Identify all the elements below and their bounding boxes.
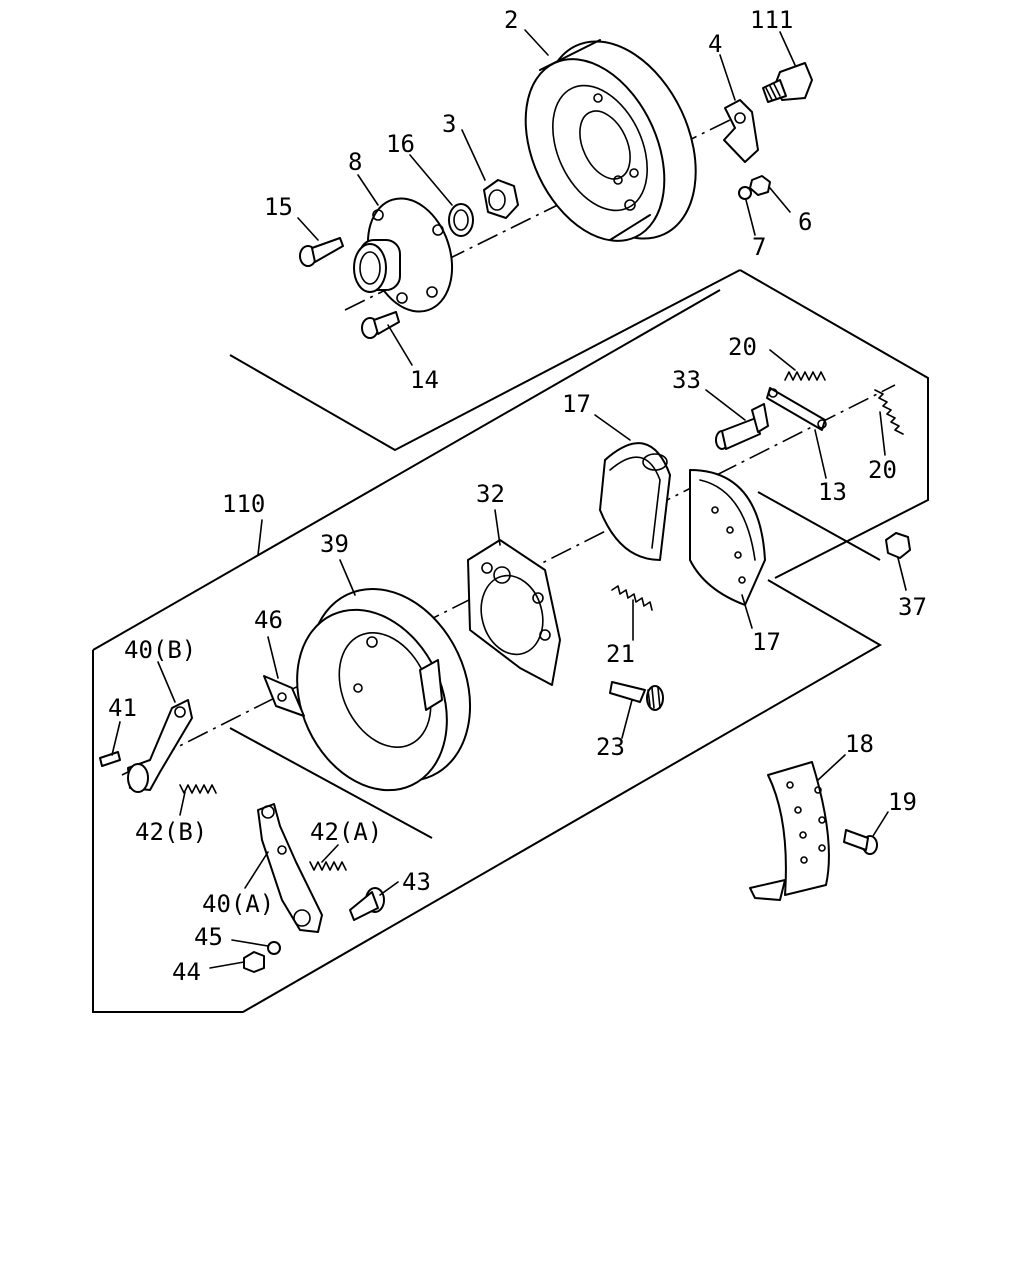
label-part-20-upper: 20: [728, 333, 757, 361]
label-part-42a: 42(A): [310, 818, 382, 846]
drum-39: [296, 587, 472, 792]
pin-41: [99, 751, 121, 767]
label-part-15: 15: [264, 193, 293, 221]
strut-13: [766, 387, 826, 431]
brake-drum: [524, 39, 697, 242]
label-part-42b: 42(B): [135, 818, 207, 846]
label-part-21: 21: [606, 640, 635, 668]
spring-42a: [309, 861, 347, 871]
plate-46: [263, 675, 305, 717]
pin-33: [715, 403, 769, 450]
bolt-43: [349, 887, 385, 921]
label-part-2: 2: [504, 6, 518, 34]
label-part-111: 111: [750, 6, 793, 34]
label-part-45: 45: [194, 923, 223, 951]
bracket-4: [723, 99, 759, 163]
label-part-20-right: 20: [868, 456, 897, 484]
bolt-14: [361, 311, 400, 339]
nut-6: [749, 175, 771, 196]
label-part-6: 6: [798, 208, 812, 236]
label-part-17-rear: 17: [562, 390, 591, 418]
label-part-17-front: 17: [752, 628, 781, 656]
label-part-23: 23: [596, 733, 625, 761]
leader-lines: [111, 29, 907, 969]
label-part-110: 110: [222, 490, 265, 518]
label-part-44: 44: [172, 958, 201, 986]
label-part-7: 7: [752, 233, 766, 261]
label-part-8: 8: [348, 148, 362, 176]
label-part-41: 41: [108, 694, 137, 722]
nut-37: [885, 532, 911, 559]
ring-16: [448, 203, 474, 237]
brake-shoe-17-rear: [599, 442, 671, 561]
label-part-33: 33: [672, 366, 701, 394]
label-part-37: 37: [898, 593, 927, 621]
shoe-group-frame: [757, 491, 881, 561]
label-part-19: 19: [888, 788, 917, 816]
washer-7: [738, 186, 752, 200]
assembly-110-frame-right: [739, 269, 929, 579]
backing-plate-32: [467, 539, 561, 686]
spring-21: [611, 585, 653, 611]
lining-18: [749, 761, 830, 901]
label-part-46: 46: [254, 606, 283, 634]
lever-group-frame: [229, 727, 433, 839]
lever-40b: [127, 699, 193, 793]
label-part-32: 32: [476, 480, 505, 508]
label-part-13: 13: [818, 478, 847, 506]
lower-centre-line: [121, 384, 896, 776]
spring-42b: [179, 784, 217, 794]
label-part-14: 14: [410, 366, 439, 394]
bolt-15: [299, 237, 344, 267]
label-part-43: 43: [402, 868, 431, 896]
bolt-19: [843, 829, 878, 855]
label-part-39: 39: [320, 530, 349, 558]
assembly-110-frame-top: [92, 289, 721, 651]
label-part-3: 3: [442, 110, 456, 138]
brake-shoe-17-front: [689, 469, 766, 606]
lever-40a: [257, 803, 323, 933]
bolt-111: [762, 62, 813, 103]
assembly-110-frame: [92, 579, 882, 1013]
adjuster-23: [609, 681, 664, 711]
label-part-40a: 40(A): [202, 890, 274, 918]
nut-44: [243, 951, 265, 973]
label-part-18: 18: [845, 730, 874, 758]
nut-3: [483, 179, 519, 219]
label-part-16: 16: [386, 130, 415, 158]
label-part-4: 4: [708, 30, 722, 58]
label-part-40b: 40(B): [124, 636, 196, 664]
washer-45: [267, 941, 281, 955]
spring-20-upper: [784, 371, 826, 381]
spring-20-right: [874, 389, 904, 435]
hub-group-frame: [229, 269, 741, 452]
flange-8: [353, 197, 454, 313]
